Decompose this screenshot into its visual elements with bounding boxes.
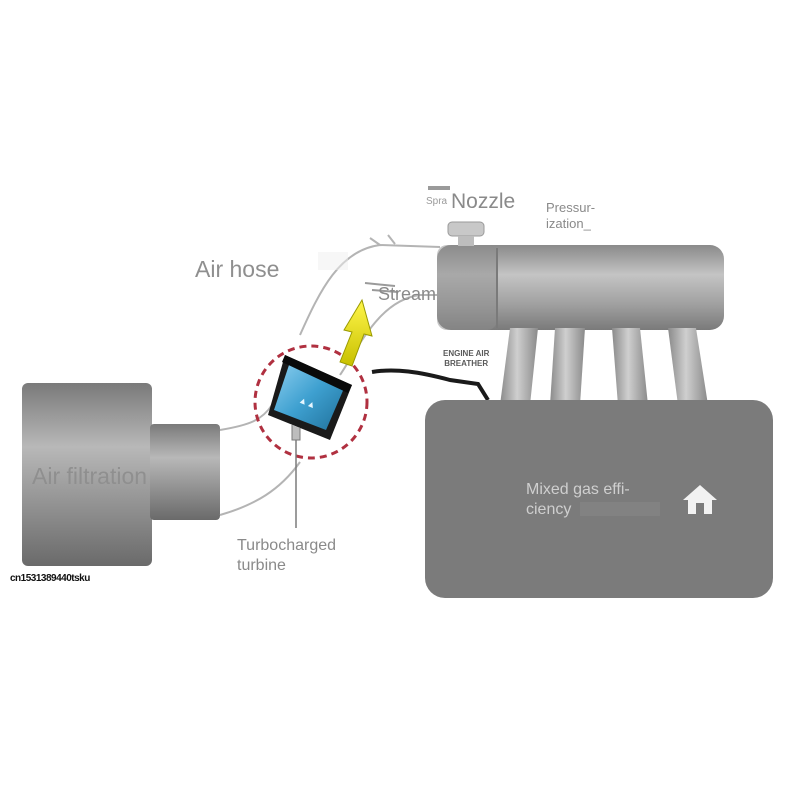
mixed-gas-efficiency-line-2: ciency — [526, 501, 572, 518]
turbocharged-turbine-label: Turbocharged turbine — [237, 536, 336, 576]
mixed-gas-efficiency-line-1: Mixed gas effi- — [526, 481, 630, 498]
intake-manifold — [437, 245, 724, 330]
nozzle-label: Nozzle — [451, 190, 516, 213]
engine-air-breather-line-2: BREATHER — [444, 359, 489, 368]
intake-runners — [500, 328, 708, 405]
engine-block — [425, 400, 773, 598]
air-filter — [22, 383, 220, 566]
turbocharged-turbine-line-2: turbine — [237, 557, 286, 574]
stream-marks — [364, 282, 399, 293]
engine-air-breather-line-1: ENGINE AIR — [443, 349, 490, 358]
pressurization-line-2: ization_ — [546, 216, 591, 231]
nozzle — [428, 186, 485, 246]
air-hose-label: Air hose — [195, 256, 280, 282]
turbocharger: ▲▲ — [253, 344, 369, 528]
engine-air-breather-label: ENGINE AIR BREATHER — [443, 349, 489, 369]
pressurization-line-1: Pressur- — [546, 200, 596, 215]
air-filtration-label: Air filtration — [32, 463, 148, 489]
watermark-text: cn1531389440tsku — [10, 573, 90, 584]
home-icon — [683, 485, 717, 514]
stream-label: Stream — [378, 284, 437, 304]
mixed-gas-efficiency-label: Mixed gas effi- ciency — [526, 480, 630, 520]
turbocharged-turbine-line-1: Turbocharged — [237, 537, 337, 554]
blur-artifacts — [318, 252, 660, 516]
spray-label: Spra — [426, 196, 448, 207]
breather-hose — [371, 368, 490, 402]
up-arrow-icon — [339, 298, 373, 367]
pressurization-label: Pressur- ization_ — [546, 200, 595, 232]
